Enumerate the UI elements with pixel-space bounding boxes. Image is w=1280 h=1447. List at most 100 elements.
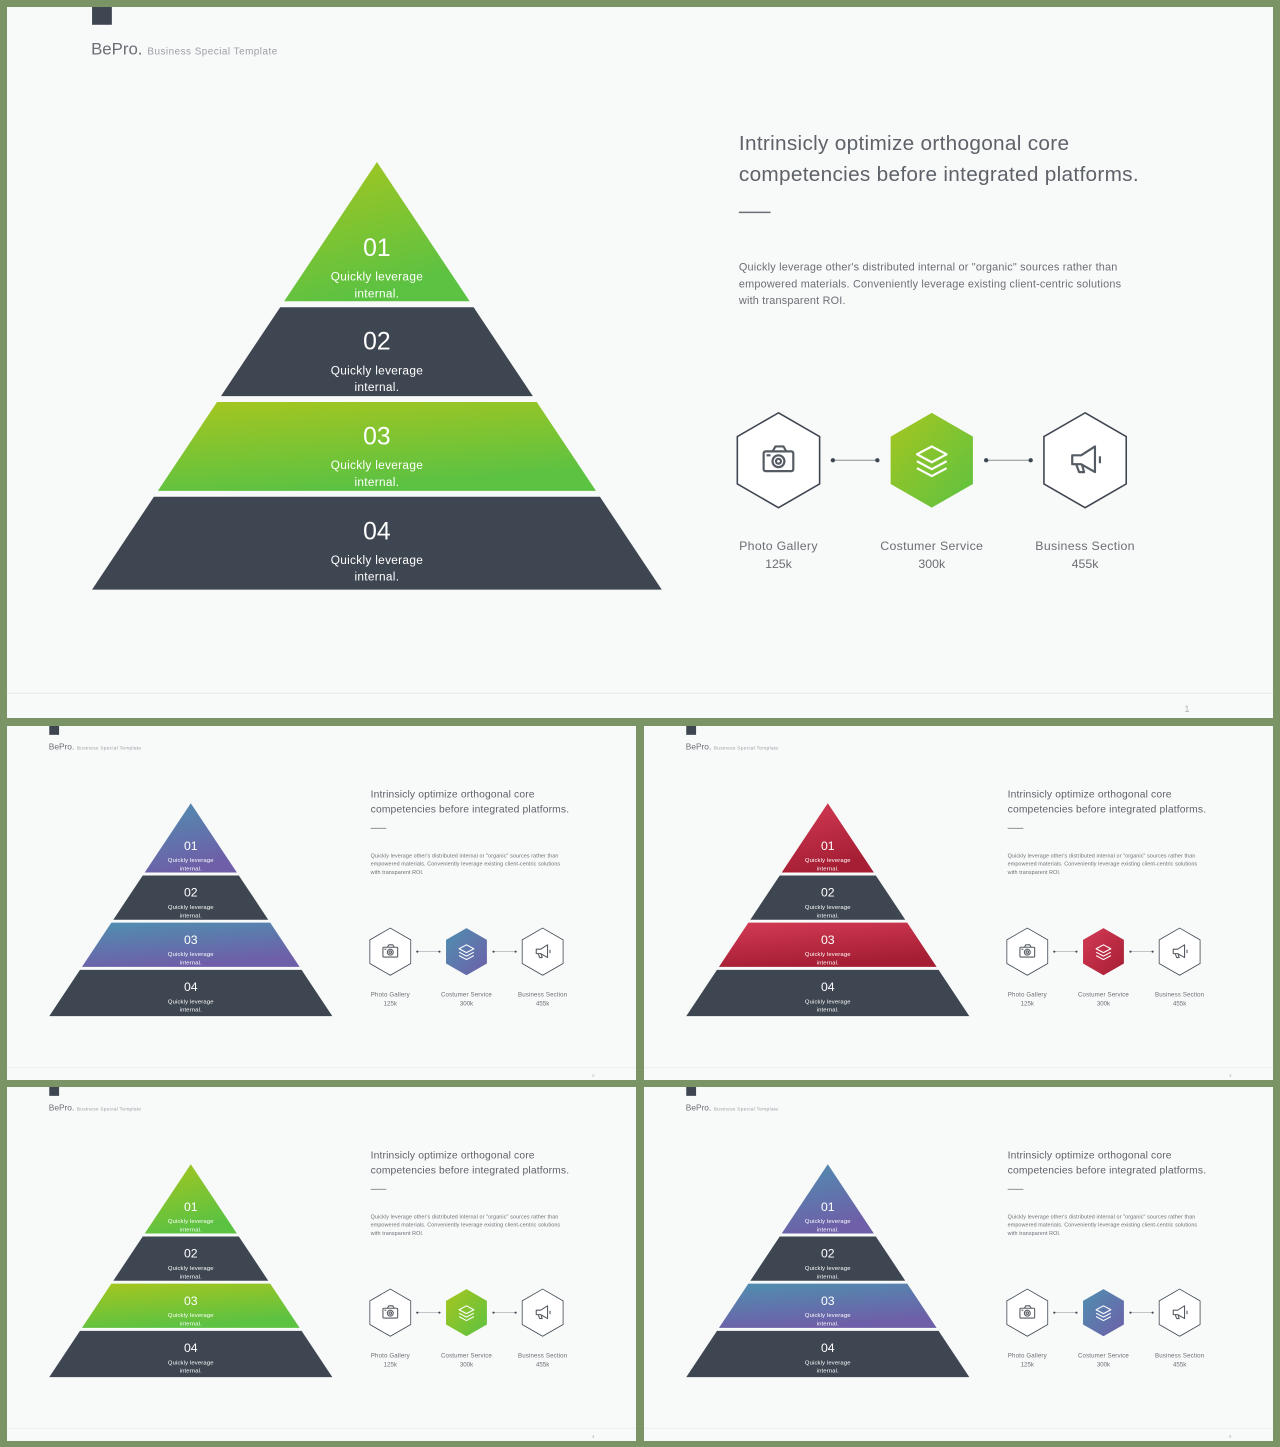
body-text-line3: with transparent ROI.: [738, 295, 846, 307]
tier-text-line1: Quickly leverage: [168, 999, 214, 1005]
pyramid-tier-shape: [284, 162, 470, 302]
camera-icon: [382, 944, 399, 958]
tier-number: 04: [184, 980, 198, 994]
heading-line2: competencies before integrated platforms…: [1008, 1166, 1207, 1177]
body-text-line2: empowered materials. Conveniently levera…: [1008, 862, 1198, 868]
pyramid-tier-shape: [686, 1330, 970, 1378]
feature-value: 125k: [384, 1000, 398, 1007]
corner-tab: [686, 726, 697, 735]
hexagon: [446, 1289, 487, 1337]
heading-line1: Intrinsicly optimize orthogonal core: [371, 1150, 535, 1161]
brand-name: BePro.: [686, 1103, 712, 1113]
tier-text-line2: internal.: [180, 1228, 202, 1234]
page-number: 3: [1229, 1073, 1232, 1078]
tier-text-line1: Quickly leverage: [331, 363, 423, 377]
pyramid-tier-shape: [157, 402, 596, 491]
feature-value: 455k: [536, 1000, 550, 1007]
tier-text-line1: Quickly leverage: [805, 1313, 851, 1319]
feature-label: Costumer Service: [1078, 991, 1129, 998]
layers-icon: [458, 944, 475, 961]
feature-label: Costumer Service: [441, 991, 492, 998]
feature-value: 300k: [460, 1361, 474, 1368]
corner-tab: [686, 1087, 697, 1096]
connector-line: [1129, 950, 1154, 953]
tier-text-line1: Quickly leverage: [805, 1266, 851, 1272]
body-text-line1: Quickly leverage other's distributed int…: [371, 1214, 559, 1220]
tier-number: 01: [821, 839, 835, 853]
hexagon: [369, 927, 412, 976]
brand-tagline: Business Special Template: [77, 746, 142, 752]
body-text-line1: Quickly leverage other's distributed int…: [739, 262, 1118, 274]
tier-text-line2: internal.: [180, 960, 202, 966]
body-text-line3: with transparent ROI.: [1007, 870, 1061, 876]
hexagon: [1158, 1288, 1201, 1337]
connector-line: [1053, 950, 1078, 953]
layers-icon: [458, 1305, 475, 1322]
hexagon: [446, 928, 487, 976]
feature-1[interactable]: Photo Gallery 125k: [369, 927, 412, 1007]
pyramid-tier-shape: [49, 1330, 333, 1378]
brand-header: BePro.Business Special Template: [686, 1103, 779, 1113]
heading-line1: Intrinsicly optimize orthogonal core: [739, 132, 1069, 155]
tier-number: 02: [821, 886, 835, 900]
tier-number: 01: [821, 1200, 835, 1214]
hexagon: [369, 1288, 412, 1337]
feature-value: 455k: [536, 1361, 550, 1368]
camera-icon: [1019, 944, 1036, 958]
connector-line: [416, 1311, 441, 1314]
hexagon: [1158, 927, 1201, 976]
pyramid-tier-shape: [144, 1164, 237, 1234]
connector-line: [830, 458, 880, 463]
connector-line: [983, 458, 1033, 463]
tier-text-line2: internal.: [817, 867, 839, 873]
body-text-line1: Quickly leverage other's distributed int…: [1008, 1214, 1196, 1220]
connector-line: [1129, 1311, 1154, 1314]
feature-value: 125k: [1021, 1361, 1035, 1368]
tier-number: 01: [184, 839, 198, 853]
pyramid-tier-shape: [686, 969, 970, 1017]
corner-tab: [49, 726, 60, 735]
feature-value: 300k: [918, 557, 946, 571]
feature-value: 455k: [1173, 1000, 1187, 1007]
brand-tagline: Business Special Template: [714, 1107, 779, 1113]
brand-name: BePro.: [49, 1103, 75, 1113]
camera-icon: [762, 445, 795, 473]
brand-tagline: Business Special Template: [77, 1107, 142, 1113]
body-text-line2: empowered materials. Conveniently levera…: [371, 1223, 561, 1229]
brand-header: BePro.Business Special Template: [686, 742, 779, 752]
feature-label: Photo Gallery: [371, 991, 411, 998]
tier-number: 02: [184, 1247, 198, 1261]
tier-text-line2: internal.: [180, 1321, 202, 1327]
tier-text-line2: internal.: [180, 1008, 202, 1014]
tier-text-line1: Quickly leverage: [168, 1219, 214, 1225]
tier-text-line1: Quickly leverage: [805, 858, 851, 864]
